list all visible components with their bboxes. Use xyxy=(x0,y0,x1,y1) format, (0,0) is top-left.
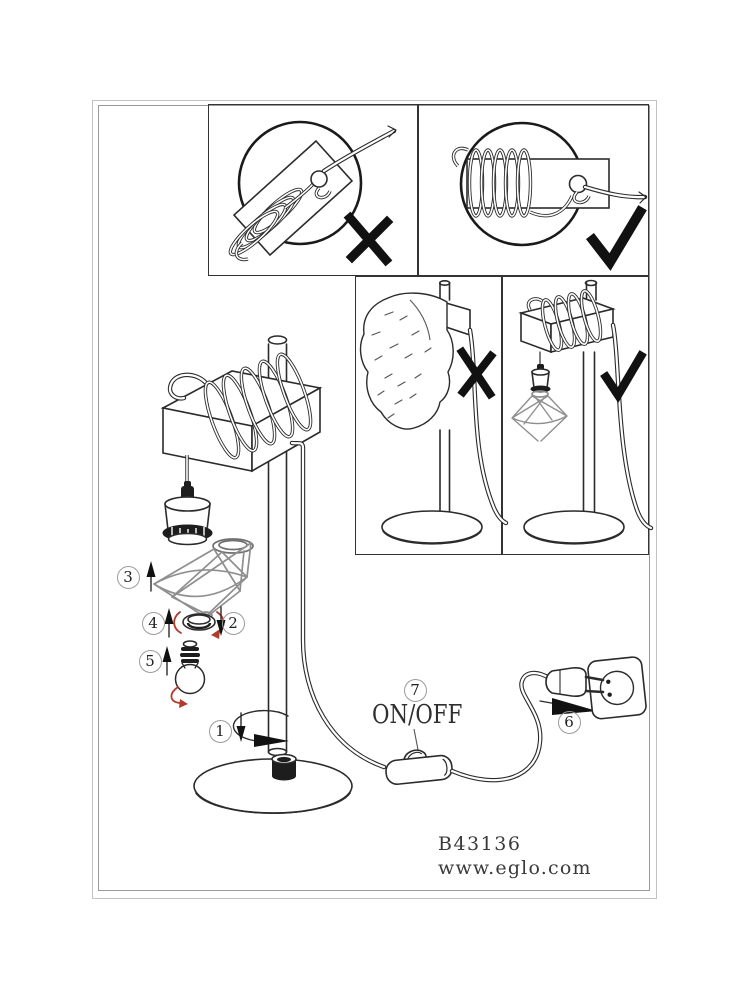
cord-switch-illustration xyxy=(385,670,552,785)
step-direction-arrows xyxy=(146,561,597,742)
arrow-down-icon xyxy=(236,712,246,742)
page-inner-border xyxy=(98,105,650,891)
step-badge-1: 1 xyxy=(208,719,232,743)
step-badge-2: 2 xyxy=(221,611,245,635)
check-mark-icon xyxy=(600,350,647,403)
panel-lamp-correct xyxy=(502,276,649,555)
arrow-right-icon xyxy=(539,698,597,715)
base-and-rotation xyxy=(193,709,353,814)
check-mark-icon xyxy=(585,205,647,271)
x-mark-icon xyxy=(456,346,497,400)
x-mark-icon xyxy=(343,211,394,267)
rotate-bulb-arrow-icon xyxy=(170,686,188,708)
product-code: B43136 xyxy=(438,833,522,855)
step-badge-5: 5 xyxy=(138,649,162,673)
website-url: www.eglo.com xyxy=(438,857,592,879)
ring-part xyxy=(173,611,225,639)
winding-wrong-illustration xyxy=(228,120,397,267)
step-badge-7: 7 xyxy=(403,678,427,702)
assembled-lamp-illustration xyxy=(511,279,654,545)
main-lamp-illustration xyxy=(160,335,387,770)
step-badge-6: 6 xyxy=(557,710,581,734)
bulb-part xyxy=(170,640,206,708)
panel-winding-wrong xyxy=(208,104,418,276)
arrow-up-icon xyxy=(164,608,174,638)
panel-winding-correct xyxy=(418,104,649,276)
arrow-up-icon xyxy=(146,561,156,592)
plug-socket-illustration xyxy=(545,656,647,720)
step-badge-3: 3 xyxy=(116,565,140,589)
step-badge-4: 4 xyxy=(141,611,165,635)
panel-covered-lamp-wrong xyxy=(355,276,502,555)
arrow-up-icon xyxy=(162,646,172,676)
page-outer-border xyxy=(92,100,657,899)
winding-correct-illustration xyxy=(451,121,648,271)
covered-lamp-illustration xyxy=(359,279,509,545)
cage-shade-part xyxy=(153,538,254,619)
on-off-label: ON/OFF xyxy=(372,700,463,730)
